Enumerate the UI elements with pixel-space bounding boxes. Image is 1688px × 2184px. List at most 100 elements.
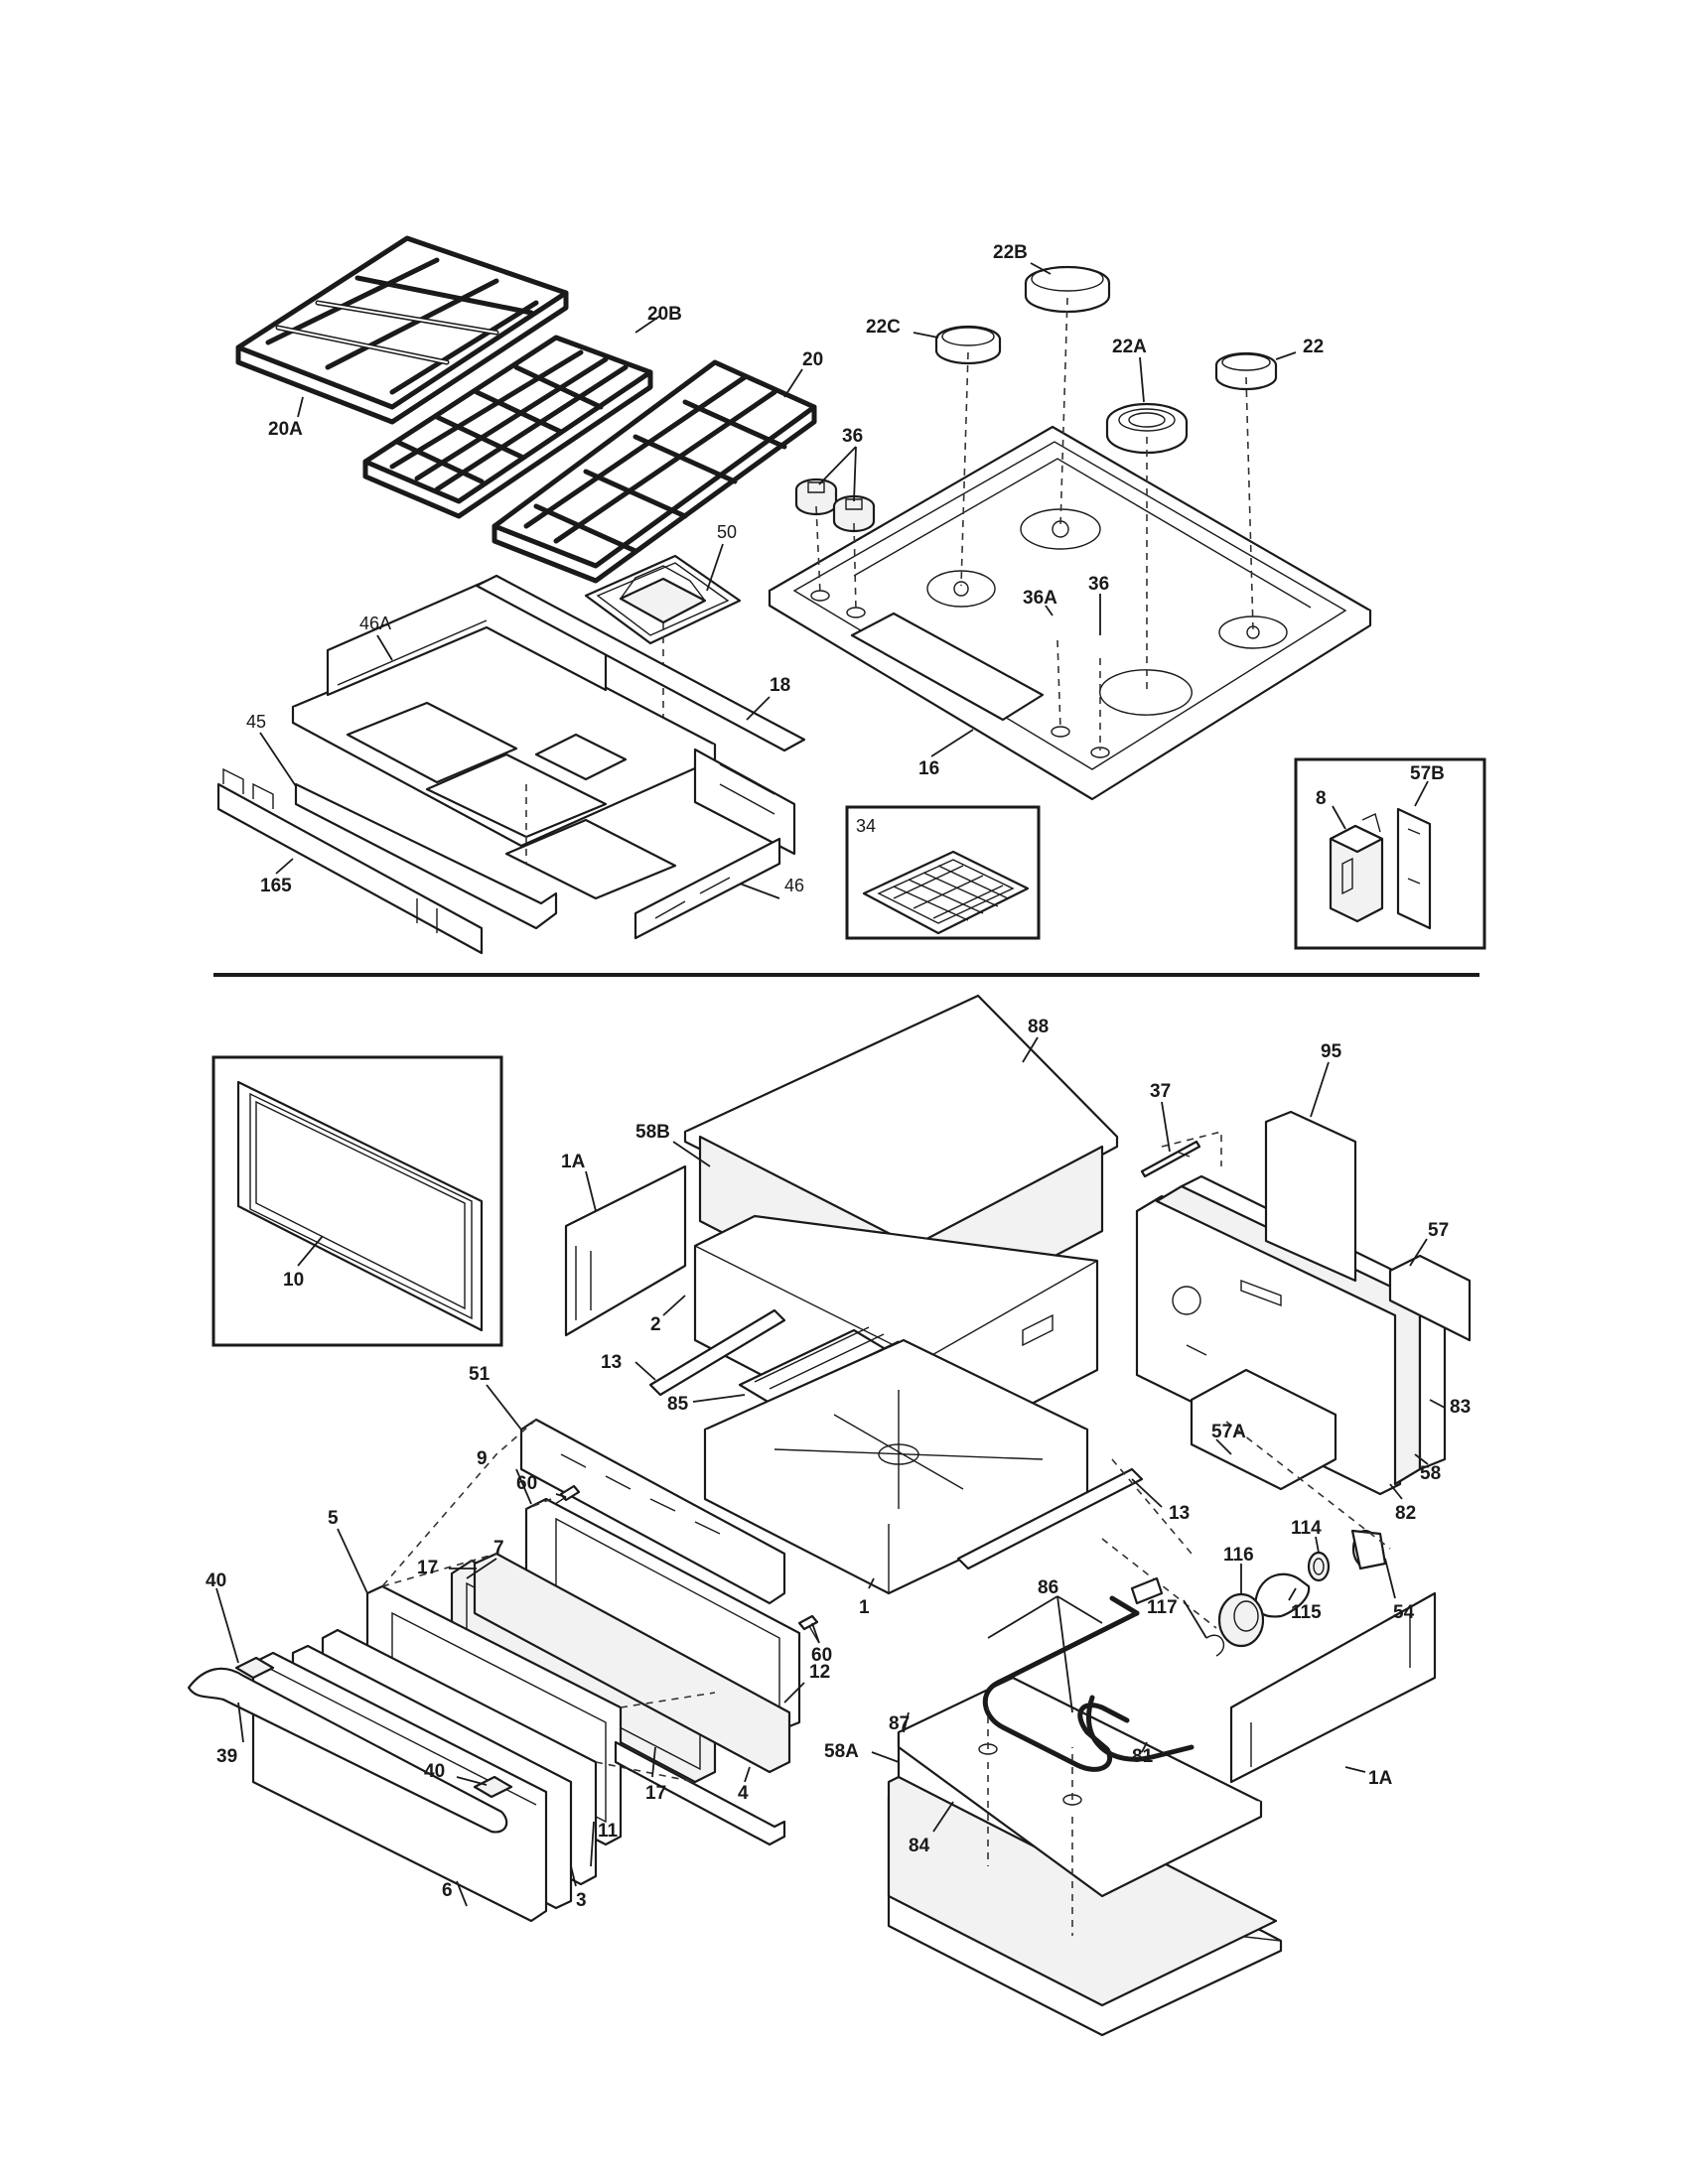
callout-58a: 58A (824, 1741, 859, 1762)
callout-20b: 20B (647, 304, 682, 325)
handle-mount-40-left (234, 1656, 275, 1680)
callout-3: 3 (576, 1890, 587, 1911)
callout-20a: 20A (268, 419, 303, 440)
callout-58b: 58B (635, 1122, 670, 1143)
inset-box-8-57b (1294, 757, 1486, 950)
knob-36-mid (832, 494, 876, 533)
callout-117: 117 (1147, 1597, 1178, 1618)
callout-1: 1 (859, 1597, 870, 1618)
oven-side-1a-right (1229, 1591, 1437, 1784)
front-panel-165 (216, 767, 484, 955)
callout-50: 50 (717, 522, 737, 542)
callout-57b: 57B (1410, 763, 1445, 784)
callout-39: 39 (216, 1746, 237, 1767)
callout-45: 45 (246, 712, 266, 732)
lamp-socket-54 (1350, 1529, 1387, 1570)
callout-57a: 57A (1211, 1422, 1246, 1442)
burner-cap-22b (1024, 265, 1111, 314)
callout-165: 165 (260, 876, 292, 896)
callout-22a: 22A (1112, 337, 1147, 357)
callout-40-left: 40 (206, 1570, 226, 1591)
oven-side-1a-left (564, 1164, 687, 1337)
callout-88: 88 (1028, 1017, 1049, 1037)
callout-82: 82 (1395, 1503, 1416, 1524)
callout-5: 5 (328, 1508, 339, 1529)
burner-cap-22 (1214, 351, 1278, 391)
rack-slide-13-left (648, 1308, 786, 1397)
callout-58: 58 (1420, 1463, 1441, 1484)
callout-13-left: 13 (601, 1352, 622, 1373)
front-rail-45 (294, 782, 558, 930)
burner-cap-22c (934, 325, 1002, 365)
panel-95 (1264, 1110, 1357, 1283)
sensor-37 (1140, 1140, 1201, 1178)
callout-115: 115 (1291, 1602, 1322, 1623)
grate-20a (235, 235, 569, 425)
callout-1a-right: 1A (1368, 1768, 1393, 1789)
callout-17-bottom: 17 (645, 1783, 666, 1804)
inset-box-10 (211, 1055, 503, 1347)
callout-11: 11 (598, 1821, 619, 1842)
callout-13-right: 13 (1169, 1503, 1190, 1524)
callout-36: 36 (1088, 574, 1109, 595)
grate-20b (362, 335, 653, 519)
callout-20: 20 (802, 349, 823, 370)
callout-22c: 22C (866, 317, 901, 338)
callout-12: 12 (809, 1662, 830, 1683)
callout-87: 87 (889, 1713, 910, 1734)
callout-60-right: 60 (811, 1645, 832, 1666)
callout-40-right: 40 (424, 1761, 445, 1782)
callout-84: 84 (909, 1836, 930, 1856)
callout-7: 7 (493, 1538, 504, 1559)
callout-51: 51 (469, 1364, 491, 1385)
rack-slide-13-right (956, 1467, 1144, 1570)
bracket-18 (475, 574, 806, 752)
door-gasket-10 (236, 1080, 484, 1332)
cooktop-16 (768, 425, 1372, 801)
knob-36-left (794, 478, 838, 516)
callout-9: 9 (477, 1448, 488, 1469)
callout-8: 8 (1316, 788, 1327, 809)
callout-2: 2 (650, 1314, 661, 1335)
leader-lines (215, 262, 1446, 1907)
callout-36a: 36A (1023, 588, 1057, 609)
callout-22b: 22B (993, 242, 1028, 263)
callout-10: 10 (283, 1270, 304, 1291)
lens-116 (1217, 1592, 1265, 1648)
callout-54: 54 (1393, 1602, 1415, 1623)
grate-20 (492, 359, 817, 584)
callout-83: 83 (1450, 1397, 1471, 1418)
inset-box-34 (845, 805, 1041, 940)
handle-39 (187, 1667, 508, 1834)
griddle-34 (862, 850, 1030, 935)
callout-116: 116 (1223, 1545, 1254, 1566)
plate-57a (1190, 1368, 1337, 1491)
callout-114: 114 (1291, 1518, 1322, 1539)
broiler-drawer-1 (703, 1338, 1089, 1595)
burner-box-50 (584, 554, 742, 645)
screw-60-right (797, 1614, 820, 1644)
callout-18: 18 (770, 675, 790, 696)
bracket-57b (1396, 807, 1432, 930)
handle-mount-40-right (473, 1775, 513, 1799)
module-8 (1329, 813, 1384, 923)
side-bracket-46 (633, 837, 781, 940)
burner-cap-22a (1105, 402, 1189, 455)
callout-4: 4 (738, 1783, 749, 1804)
callout-labels: 22B 22C 22A 22 20B 20 20A 36 36A 36 50 4… (206, 242, 1471, 1911)
callout-17-top: 17 (417, 1558, 438, 1578)
callout-22: 22 (1303, 337, 1324, 357)
callout-6: 6 (442, 1880, 453, 1901)
callout-86: 86 (1038, 1577, 1058, 1598)
callout-37: 37 (1150, 1081, 1171, 1102)
callout-57: 57 (1428, 1220, 1449, 1241)
callout-16: 16 (918, 758, 939, 779)
callout-36-top: 36 (842, 426, 863, 447)
wire-117 (1205, 1634, 1225, 1657)
bottom-rail-4 (614, 1740, 786, 1846)
callout-95: 95 (1321, 1041, 1342, 1062)
callout-1a-top: 1A (561, 1152, 586, 1172)
callout-34: 34 (856, 816, 876, 836)
callout-60-top: 60 (516, 1473, 537, 1494)
